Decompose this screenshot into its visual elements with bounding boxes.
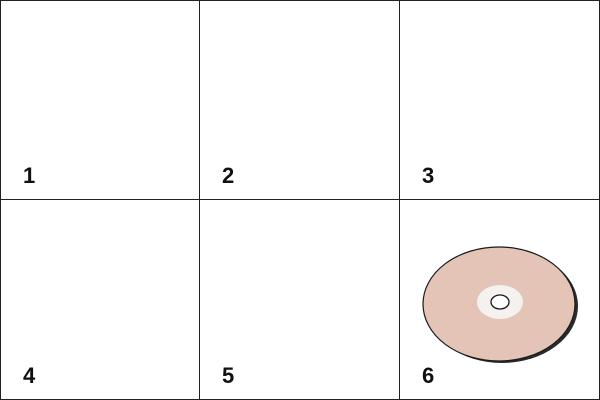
- panel-4: 4: [0, 200, 200, 400]
- panel-1: 1: [0, 0, 200, 200]
- disc-hole: [490, 294, 510, 310]
- panel-number: 4: [23, 363, 36, 388]
- panel-5: 5: [200, 200, 400, 400]
- panel-6: 6: [400, 200, 600, 400]
- panel-number: 5: [222, 363, 235, 388]
- panel-number: 2: [222, 163, 235, 188]
- cd-disc-icon: [422, 246, 578, 363]
- panel-number: 6: [422, 363, 435, 388]
- panel-2: 2: [200, 0, 400, 200]
- panel-number: 3: [422, 163, 435, 188]
- panel-number: 1: [23, 163, 36, 188]
- panel-3: 3: [400, 0, 600, 200]
